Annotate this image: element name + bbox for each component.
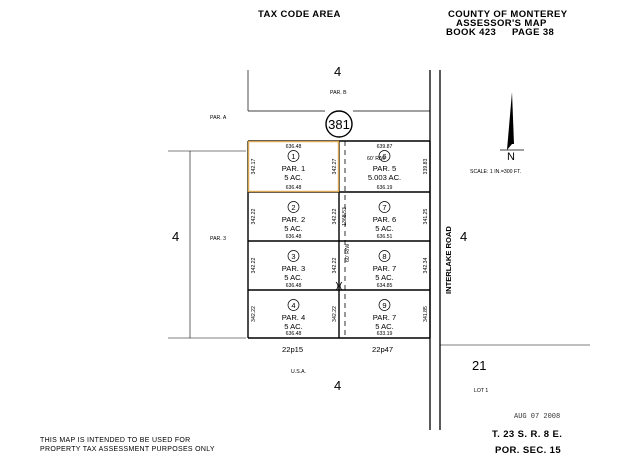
parcel-4-number: 4 (291, 301, 295, 310)
parcel-9-number: 9 (382, 301, 386, 310)
parcel-4-circle (287, 299, 300, 311)
parcel-4-left-dimension: 342.22 (251, 306, 257, 322)
parcel-1-bottom-dimension: 636.48 (286, 185, 302, 191)
parcel-6-circle (378, 150, 391, 162)
parcel-3-area: 5 AC. (284, 273, 303, 282)
parcel-3-label: PAR. 3 (282, 264, 306, 273)
parcel-1-label: PAR. 1 (282, 164, 306, 173)
book-number: BOOK 423 (446, 27, 496, 38)
parcel-4-area: 5 AC. (284, 322, 303, 331)
road-name: INTERLAKE ROAD (444, 226, 453, 294)
parcel-1-top-dimension: 636.48 (286, 144, 302, 150)
tax-area-lower-right: 21 (472, 358, 486, 373)
parcel-1-circle (287, 150, 300, 162)
north-arrow-icon (500, 92, 524, 151)
county-heading: COUNTY OF MONTEREY (448, 9, 568, 20)
parcel-8-right-dimension: 342.34 (423, 257, 429, 273)
boundary-lines (168, 70, 590, 430)
parcel-7-area: 5 AC. (375, 224, 394, 233)
map-type-heading: ASSESSOR'S MAP (456, 18, 547, 29)
parcel-1-number: 1 (291, 152, 295, 161)
parcel-2-area: 5 AC. (284, 224, 303, 233)
parcel-3-left-dimension: 342.22 (251, 257, 257, 273)
usa-label: U.S.A. (291, 369, 306, 375)
lot-1-label: LOT 1 (474, 388, 488, 394)
parcel-6-right-dimension: 339.83 (423, 158, 429, 174)
parcel-1-left-dimension: 342.17 (251, 158, 257, 174)
parcel-2-left-dimension: 342.22 (251, 208, 257, 224)
parcel-7-label: PAR. 6 (373, 215, 397, 224)
par-3-label: PAR. 3 (210, 236, 226, 242)
parcel-1-area: 5 AC. (284, 173, 303, 182)
page-number: PAGE 38 (512, 27, 554, 38)
tax-area-bottom: 4 (334, 378, 341, 393)
parcel-2-label: PAR. 2 (282, 215, 306, 224)
parcel-3-right-dimension: 342.22 (332, 257, 338, 273)
disclaimer-line-2: PROPERTY TAX ASSESSMENT PURPOSES ONLY (40, 446, 215, 453)
parcel-9-right-dimension: 341.85 (423, 306, 429, 322)
parcel-6-area: 5.003 AC. (368, 173, 401, 182)
parcel-9-area: 5 AC. (375, 322, 394, 331)
parcel-2-bottom-dimension: 636.48 (286, 234, 302, 240)
parcel-3-circle (287, 250, 300, 262)
tax-area-left: 4 (172, 229, 179, 244)
parcel-2-circle (287, 201, 300, 213)
parcel-4-right-dimension: 342.22 (332, 306, 338, 322)
tax-code-area-heading: TAX CODE AREA (258, 9, 341, 20)
tax-area-right: 4 (460, 229, 467, 244)
parcel-9-bottom-dimension: 633.19 (377, 331, 393, 337)
parcel-7-circle (378, 201, 391, 213)
parcel-8-number: 8 (382, 252, 386, 261)
parcel-7-left-dimension: 1368.53 (342, 207, 348, 226)
parcel-7-number: 7 (382, 203, 386, 212)
par-b-label: PAR. B (330, 90, 347, 96)
disclaimer-line-1: THIS MAP IS INTENDED TO BE USED FOR (40, 437, 191, 444)
map-number-circle (325, 110, 353, 138)
parcel-4-bottom-dimension: 636.48 (286, 331, 302, 337)
parcel-2-number: 2 (291, 203, 295, 212)
section-number: POR. SEC. 15 (495, 445, 561, 456)
parcel-6-top-dimension: 639.87 (377, 144, 393, 150)
township-range: T. 23 S. R. 8 E. (492, 429, 562, 440)
parcel-3-bottom-dimension: 636.48 (286, 283, 302, 289)
parcel-3-number: 3 (291, 252, 295, 261)
parcel-1-right-dimension: 342.27 (332, 158, 338, 174)
map-scale: SCALE: 1 IN.=300 FT. (470, 169, 521, 175)
parcel-2-right-dimension: 342.22 (332, 208, 338, 224)
parcel-9-circle (378, 299, 391, 311)
tax-area-top: 4 (334, 64, 341, 79)
parcel-6-label: PAR. 5 (373, 164, 397, 173)
north-label: N (507, 151, 515, 163)
parcel-9-label: PAR. 7 (373, 313, 397, 322)
parcel-8-bottom-dimension: 634.85 (377, 283, 393, 289)
map-number: 381 (328, 117, 350, 132)
parcel-6-bottom-dimension: 636.19 (377, 185, 393, 191)
parcel-1-highlight (247, 140, 340, 193)
date-stamp: AUG 07 2008 (514, 413, 560, 421)
parcel-8-label: PAR. 7 (373, 264, 397, 273)
row-label-top: 60' R/W (367, 156, 385, 162)
parcel-7-right-dimension: 341.25 (423, 208, 429, 224)
parcel-6-number: 6 (382, 152, 386, 161)
page-ref-right: 22p47 (372, 345, 393, 354)
parcel-7-bottom-dimension: 636.51 (377, 234, 393, 240)
par-a-label: PAR. A (210, 115, 227, 121)
parcel-8-area: 5 AC. (375, 273, 394, 282)
page-ref-left: 22p15 (282, 345, 303, 354)
parcel-4-label: PAR. 4 (282, 313, 306, 322)
row-label-middle: 60' R/W (345, 244, 351, 262)
parcel-8-circle (378, 250, 391, 262)
